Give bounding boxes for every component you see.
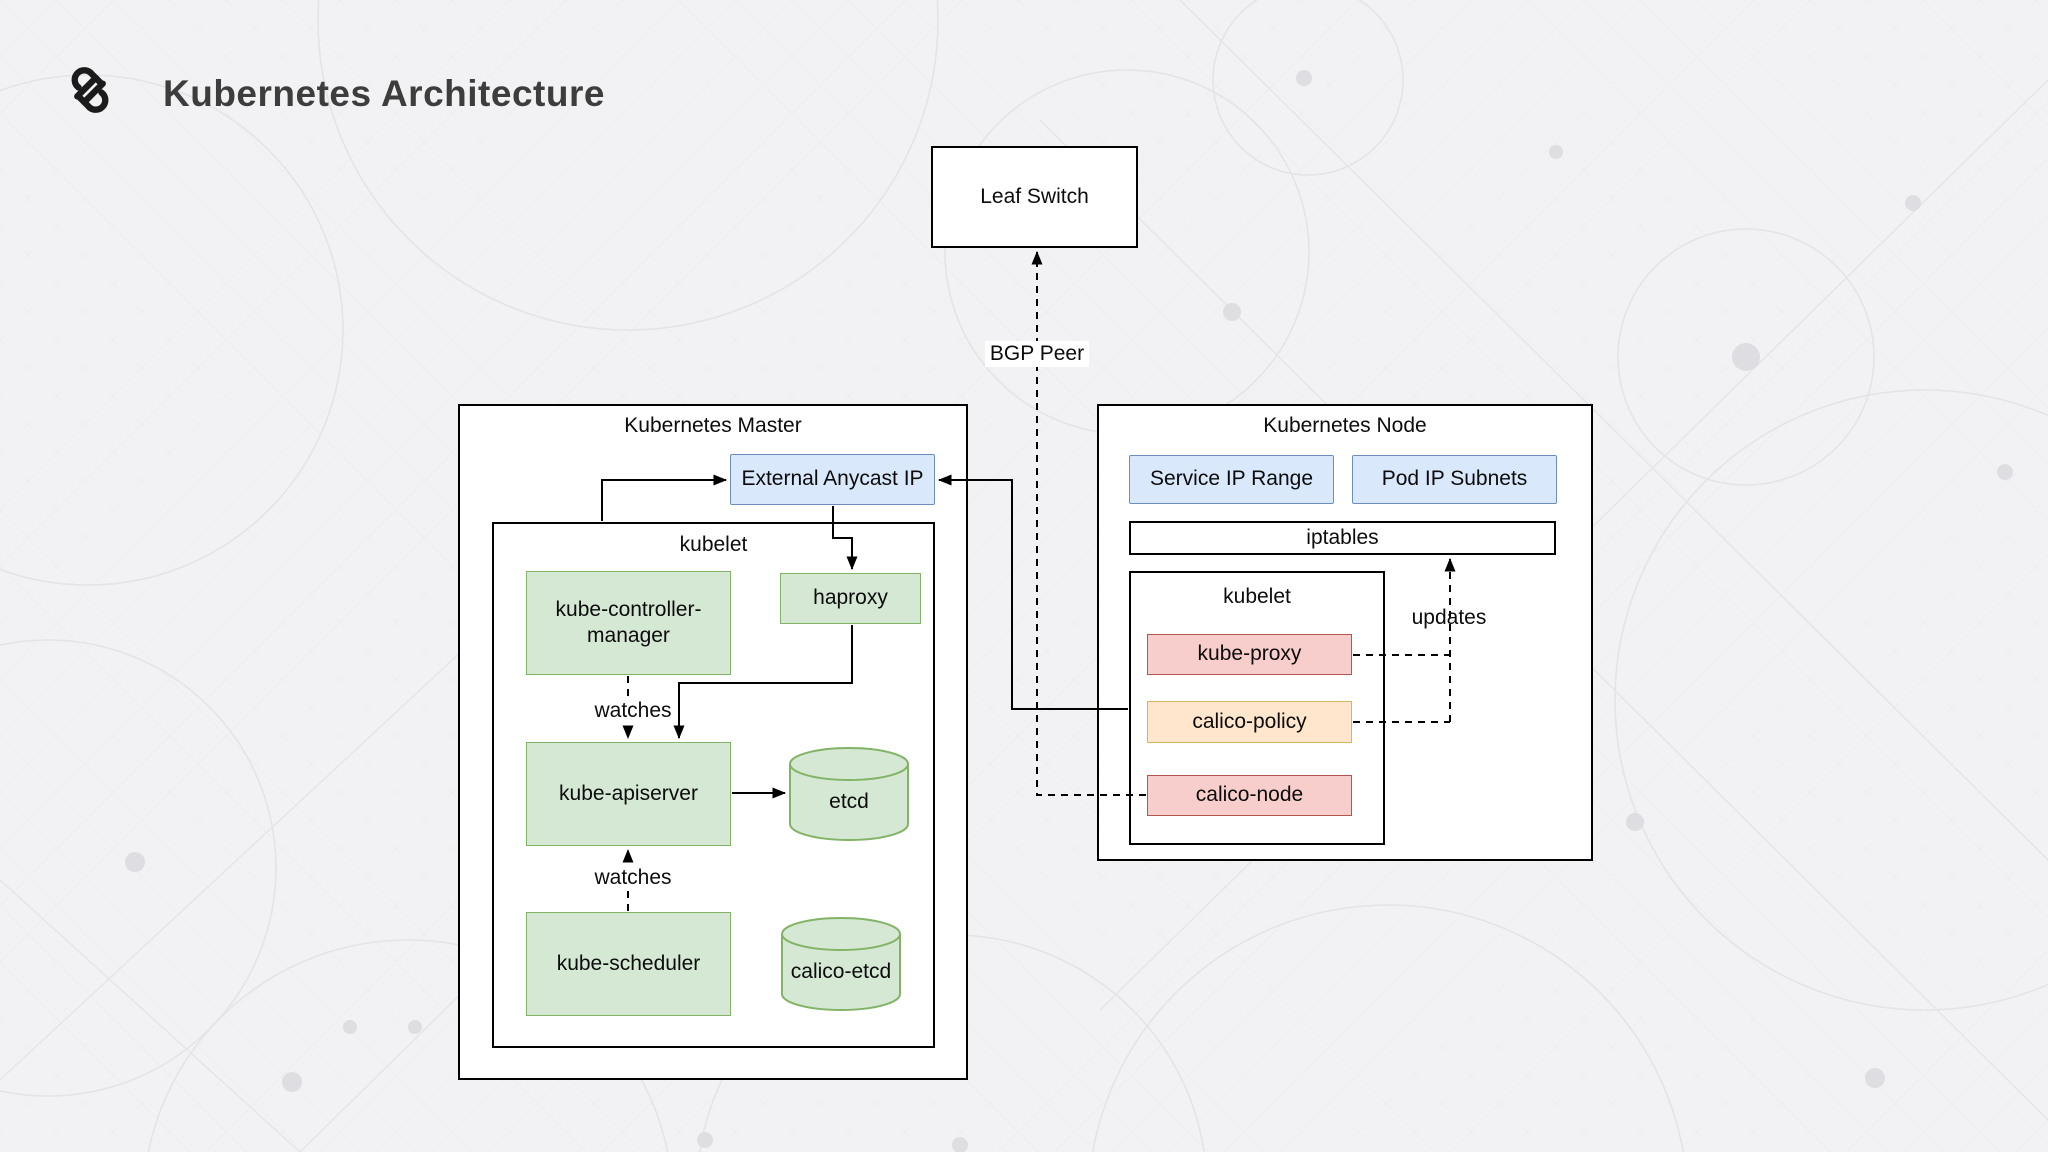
external-anycast-ip-node: External Anycast IP	[730, 454, 935, 505]
kube-proxy-label: kube-proxy	[1197, 642, 1302, 666]
master-kubelet-title: kubelet	[679, 533, 748, 556]
iptables-label: iptables	[1306, 525, 1379, 549]
watches-bottom-edge-label: watches	[589, 865, 677, 891]
pod-ip-subnets-label: Pod IP Subnets	[1381, 467, 1528, 491]
kube-scheduler-label: kube-scheduler	[556, 951, 701, 975]
calico-policy-node: calico-policy	[1147, 701, 1352, 743]
updates-edge-label: updates	[1411, 606, 1487, 629]
calico-node-label: calico-node	[1195, 783, 1304, 807]
kube-controller-manager-node: kube-controller-manager	[526, 571, 731, 675]
haproxy-node: haproxy	[780, 573, 921, 624]
leaf-switch-label: Leaf Switch	[980, 184, 1089, 208]
service-ip-range-node: Service IP Range	[1129, 455, 1334, 504]
squarespace-logo-icon	[71, 67, 109, 113]
kube-apiserver-label: kube-apiserver	[559, 781, 698, 805]
kube-controller-manager-label: kube-controller-manager	[555, 597, 702, 647]
bgp-peer-edge-label: BGP Peer	[984, 341, 1090, 367]
kubernetes-master-title: Kubernetes Master	[624, 414, 802, 437]
calico-policy-label: calico-policy	[1192, 709, 1307, 733]
haproxy-label: haproxy	[813, 586, 888, 610]
calico-node-node: calico-node	[1147, 775, 1352, 816]
calico-etcd-label: calico-etcd	[790, 960, 892, 983]
kube-scheduler-node: kube-scheduler	[526, 912, 731, 1016]
service-ip-range-label: Service IP Range	[1149, 467, 1314, 491]
iptables-node: iptables	[1129, 521, 1556, 555]
etcd-label: etcd	[829, 790, 869, 813]
watches-top-edge-label: watches	[589, 698, 677, 724]
external-anycast-ip-label: External Anycast IP	[741, 467, 924, 491]
page-title: Kubernetes Architecture	[163, 73, 605, 114]
pod-ip-subnets-node: Pod IP Subnets	[1352, 455, 1557, 504]
node-kubelet-title: kubelet	[1223, 585, 1291, 608]
kube-apiserver-node: kube-apiserver	[526, 742, 731, 846]
calico-etcd-cylinder	[781, 917, 901, 1011]
kube-proxy-node: kube-proxy	[1147, 634, 1352, 675]
kubernetes-node-title: Kubernetes Node	[1263, 414, 1427, 437]
etcd-cylinder	[789, 747, 909, 841]
leaf-switch-node: Leaf Switch	[931, 146, 1138, 248]
